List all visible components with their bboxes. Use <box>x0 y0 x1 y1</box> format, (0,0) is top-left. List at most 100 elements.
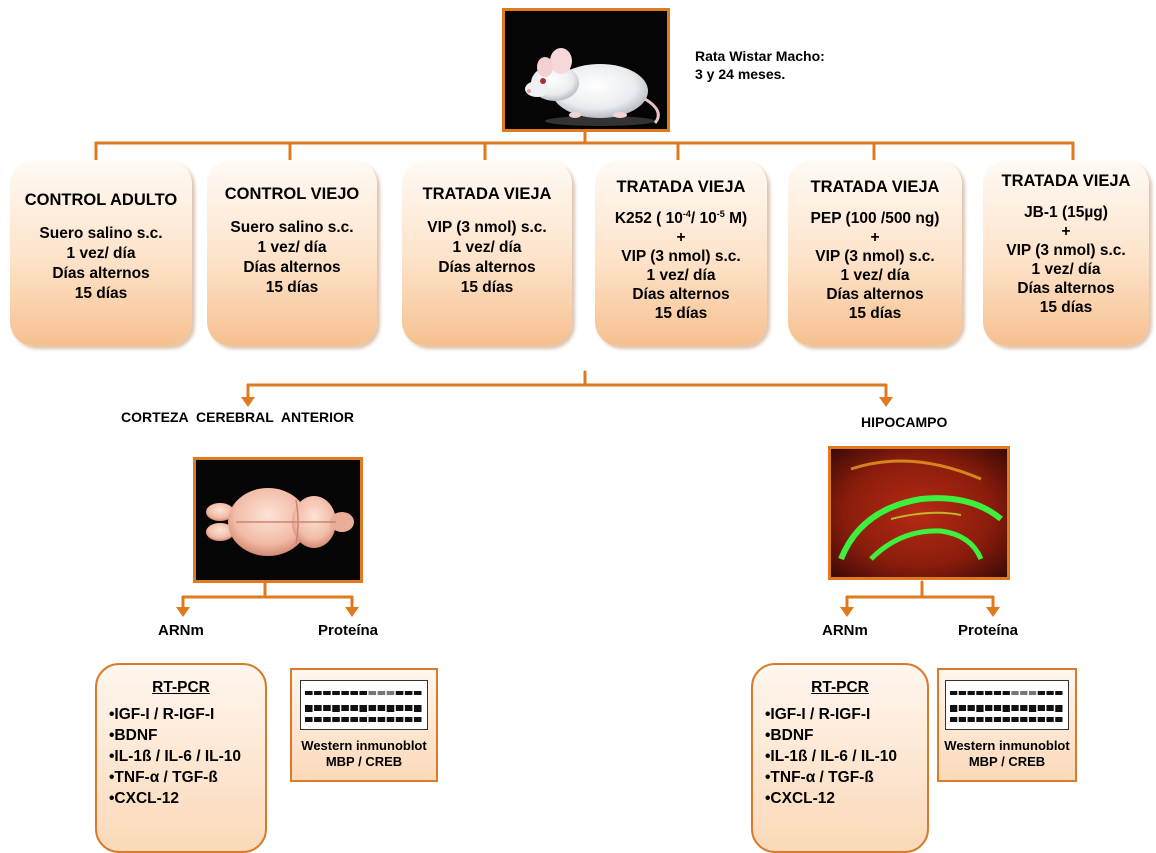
group-line-k252: K252 ( 10-4/ 10-5 M) <box>595 209 767 228</box>
rtpcr-item: •TNF-α / TGF-ß <box>109 767 265 788</box>
group-line: 15 días <box>207 278 377 298</box>
subject-title: Rata Wistar Macho: <box>695 48 825 64</box>
blot-band <box>405 691 413 695</box>
blot-band <box>950 691 957 695</box>
rtpcr-item: •CXCL-12 <box>765 788 927 809</box>
blot-band <box>305 705 313 712</box>
blot-band <box>959 717 966 722</box>
rtpcr-item: •BDNF <box>109 725 265 746</box>
rtpcr-item: •IL-1ß / IL-6 / IL-10 <box>109 746 265 767</box>
rtpcr-box-corteza: RT-PCR •IGF-I / R-IGF-I •BDNF •IL-1ß / I… <box>95 663 267 853</box>
western-blot-image <box>945 680 1069 730</box>
blot-band <box>405 717 413 722</box>
group-control-adulto: CONTROL ADULTO Suero salino s.c. 1 vez/ … <box>10 160 192 346</box>
blot-band <box>1046 691 1053 695</box>
group-line: 15 días <box>10 284 192 304</box>
western-targets: MBP / CREB <box>292 754 436 770</box>
blot-band <box>1055 705 1062 712</box>
western-title: Western inmunoblot <box>939 738 1075 754</box>
group-line: PEP (100 /500 ng) <box>788 209 962 228</box>
group-line: + <box>983 222 1149 241</box>
group-line: Días alternos <box>402 258 572 278</box>
blot-band <box>305 691 313 695</box>
blot-band <box>323 691 331 695</box>
group-title: TRATADA VIEJA <box>788 178 962 197</box>
blot-band <box>1046 717 1053 722</box>
blot-band <box>359 691 367 695</box>
group-control-viejo: CONTROL VIEJO Suero salino s.c. 1 vez/ d… <box>207 160 377 346</box>
blot-band <box>994 717 1001 722</box>
group-tratada-k252: TRATADA VIEJA K252 ( 10-4/ 10-5 M) + VIP… <box>595 160 767 346</box>
blot-band <box>985 717 992 722</box>
blot-band <box>976 705 983 712</box>
blot-band <box>314 691 322 695</box>
blot-band <box>950 705 957 712</box>
region-title-hipocampo: HIPOCAMPO <box>861 414 947 430</box>
group-line: 1 vez/ día <box>207 238 377 258</box>
blot-band <box>314 717 322 722</box>
blot-band <box>1003 705 1010 712</box>
blot-band <box>1020 717 1027 722</box>
group-line: 15 días <box>788 304 962 323</box>
blot-band <box>387 691 395 695</box>
blot-band <box>1029 717 1036 722</box>
western-blot-image <box>300 680 428 730</box>
blot-band <box>396 717 404 722</box>
rtpcr-box-hipocampo: RT-PCR •IGF-I / R-IGF-I •BDNF •IL-1ß / I… <box>751 663 929 853</box>
blot-band <box>332 717 340 722</box>
western-box-hipocampo: Western inmunoblot MBP / CREB <box>937 668 1077 782</box>
rtpcr-title: RT-PCR <box>97 677 265 698</box>
rtpcr-item: •IGF-I / R-IGF-I <box>765 704 927 725</box>
blot-band <box>414 717 422 722</box>
blot-band <box>341 691 349 695</box>
hippocampus-photo <box>828 446 1010 580</box>
blot-band <box>350 705 358 711</box>
region-title-corteza: CORTEZA CEREBRAL ANTERIOR <box>121 409 354 425</box>
blot-band <box>332 705 340 712</box>
group-line: 1 vez/ día <box>595 266 767 285</box>
blot-band <box>1029 691 1036 695</box>
group-line: VIP (3 nmol) s.c. <box>788 247 962 266</box>
group-line: VIP (3 nmol) s.c. <box>983 241 1149 260</box>
blot-band <box>1038 705 1045 711</box>
protein-label-corteza: Proteína <box>318 622 378 639</box>
group-title: CONTROL VIEJO <box>207 184 377 204</box>
blot-band <box>1003 717 1010 722</box>
blot-band <box>323 717 331 722</box>
blot-band <box>359 705 367 712</box>
blot-band <box>378 717 386 722</box>
blot-band <box>350 717 358 722</box>
blot-band <box>369 717 377 722</box>
arnm-label-corteza: ARNm <box>158 622 204 639</box>
rtpcr-item: •BDNF <box>765 725 927 746</box>
blot-band <box>369 691 377 695</box>
blot-band <box>378 691 386 695</box>
blot-band <box>369 705 377 711</box>
blot-band <box>332 691 340 695</box>
group-line: 1 vez/ día <box>788 266 962 285</box>
blot-band <box>1011 705 1018 711</box>
blot-band <box>414 691 422 695</box>
brain-icon <box>196 460 360 580</box>
group-line: JB-1 (15µg) <box>983 203 1149 222</box>
group-line: VIP (3 nmol) s.c. <box>595 247 767 266</box>
brain-photo <box>193 457 363 583</box>
blot-band <box>359 717 367 722</box>
blot-band <box>968 691 975 695</box>
blot-band <box>959 691 966 695</box>
rtpcr-title: RT-PCR <box>753 677 927 698</box>
blot-band <box>1020 705 1027 711</box>
blot-band <box>985 705 992 711</box>
blot-band <box>414 705 422 712</box>
arnm-label-hipocampo: ARNm <box>822 622 868 639</box>
group-line: 1 vez/ día <box>402 238 572 258</box>
rtpcr-item: •TNF-α / TGF-ß <box>765 767 927 788</box>
blot-band <box>976 691 983 695</box>
group-line: 15 días <box>983 298 1149 317</box>
group-line: Suero salino s.c. <box>10 224 192 244</box>
group-line: + <box>595 228 767 247</box>
rtpcr-item: •IL-1ß / IL-6 / IL-10 <box>765 746 927 767</box>
group-title: CONTROL ADULTO <box>10 190 192 210</box>
group-line: Días alternos <box>207 258 377 278</box>
blot-band <box>323 705 331 711</box>
